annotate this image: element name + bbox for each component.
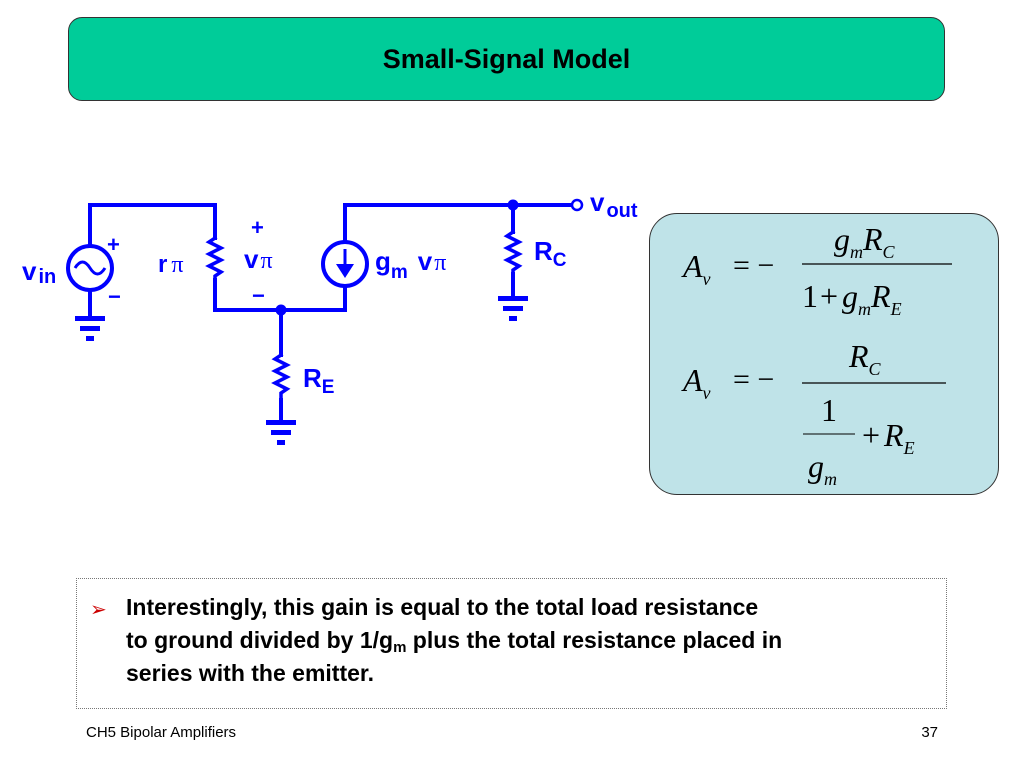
node-collector xyxy=(507,199,519,211)
bullet-arrow-icon: ➢ xyxy=(90,597,107,621)
gain-equation-2: Av = − RC 1 gm +RE xyxy=(681,338,946,489)
bullet-line-2-sub: m xyxy=(393,639,407,656)
bullet-line-3: series with the emitter. xyxy=(126,660,374,686)
bullet-line-1: Interestingly, this gain is equal to the… xyxy=(126,594,759,620)
vin-minus-sign: − xyxy=(108,284,121,309)
bullet-line-2-post: plus the total resistance placed in xyxy=(406,627,783,653)
vin-plus-sign: + xyxy=(107,232,120,257)
eq2-lhs: Av xyxy=(681,362,711,403)
eq2-equals: = − xyxy=(733,363,774,396)
node-emitter xyxy=(275,304,287,316)
eq2-numerator: RC xyxy=(848,338,882,379)
source-wave-icon xyxy=(73,260,107,276)
voltage-source-vin xyxy=(66,244,114,292)
resistor-r-pi xyxy=(205,235,225,282)
wire-rpi-bottom xyxy=(213,278,347,312)
bullet-box: ➢ Interestingly, this gain is equal to t… xyxy=(76,578,947,709)
output-terminal xyxy=(570,198,584,212)
label-re: RE xyxy=(303,363,334,398)
vpi-plus-sign: + xyxy=(251,215,264,240)
ground-icon xyxy=(75,316,105,341)
label-rc: RC xyxy=(534,236,567,271)
current-arrow-icon xyxy=(336,264,354,278)
slide-title: Small-Signal Model xyxy=(382,43,631,74)
label-v-pi: vπ xyxy=(244,244,273,274)
resistor-re xyxy=(271,352,291,402)
resistor-rc xyxy=(503,229,523,276)
vpi-minus-sign: − xyxy=(252,283,265,308)
footer-page-number: 37 xyxy=(921,724,938,741)
bullet-text: Interestingly, this gain is equal to the… xyxy=(126,591,941,690)
eq1-lhs: Av xyxy=(681,248,711,289)
current-source-gm xyxy=(321,240,369,288)
eq2-denominator-tail: +RE xyxy=(862,417,915,458)
ground-icon xyxy=(498,296,528,321)
eq2-inner-numerator: 1 xyxy=(821,392,837,428)
equation-box xyxy=(649,213,999,495)
bullet-line-2-pre: to ground divided by 1/g xyxy=(126,627,394,653)
gain-equation-1: Av = − gmRC 1+gmRE xyxy=(681,221,952,319)
footer-chapter: CH5 Bipolar Amplifiers xyxy=(86,724,237,741)
wire-top-left xyxy=(88,203,217,240)
eq1-equals: = − xyxy=(733,249,774,282)
title-banner: Small-Signal Model xyxy=(68,17,945,101)
eq1-numerator: gmRC xyxy=(834,221,896,262)
eq1-denominator: 1+gmRE xyxy=(802,278,902,319)
ground-icon xyxy=(266,420,296,445)
eq2-inner-denominator: gm xyxy=(808,448,837,489)
